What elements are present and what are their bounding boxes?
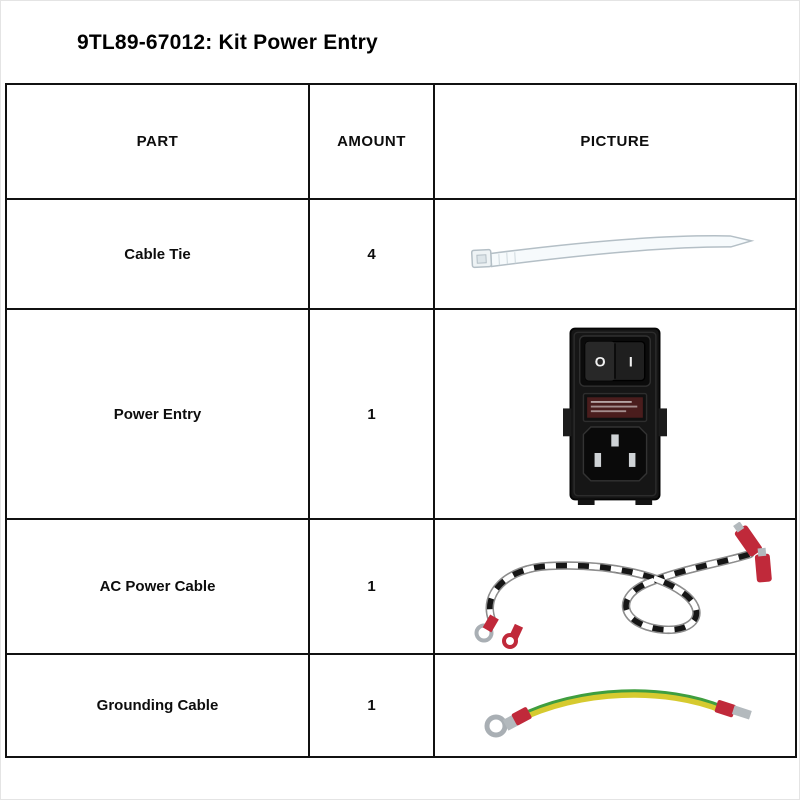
cable-tie-image [470, 235, 755, 269]
picture-cell [433, 198, 795, 308]
grounding-cable-image [484, 688, 752, 737]
amount-cell: 1 [308, 518, 433, 653]
power-entry-image: O I [563, 327, 667, 505]
column-header-picture: PICTURE [433, 85, 795, 198]
column-header-part: PART [7, 85, 308, 198]
amount-cell: 4 [308, 198, 433, 308]
column-header-amount: AMOUNT [308, 85, 433, 198]
part-cell: AC Power Cable [7, 518, 308, 653]
part-cell: Cable Tie [7, 198, 308, 308]
picture-cell [433, 653, 795, 756]
ac-power-cable-image [474, 521, 772, 649]
picture-cell: O I [433, 308, 795, 518]
parts-table: PART AMOUNT PICTURE Cable Tie 4 [5, 83, 797, 758]
picture-cell [433, 518, 795, 653]
amount-cell: 1 [308, 653, 433, 756]
switch-off-label: O [595, 354, 606, 370]
switch-on-label: I [629, 354, 633, 370]
part-cell: Grounding Cable [7, 653, 308, 756]
part-cell: Power Entry [7, 308, 308, 518]
amount-cell: 1 [308, 308, 433, 518]
page-title: 9TL89-67012: Kit Power Entry [77, 31, 378, 54]
